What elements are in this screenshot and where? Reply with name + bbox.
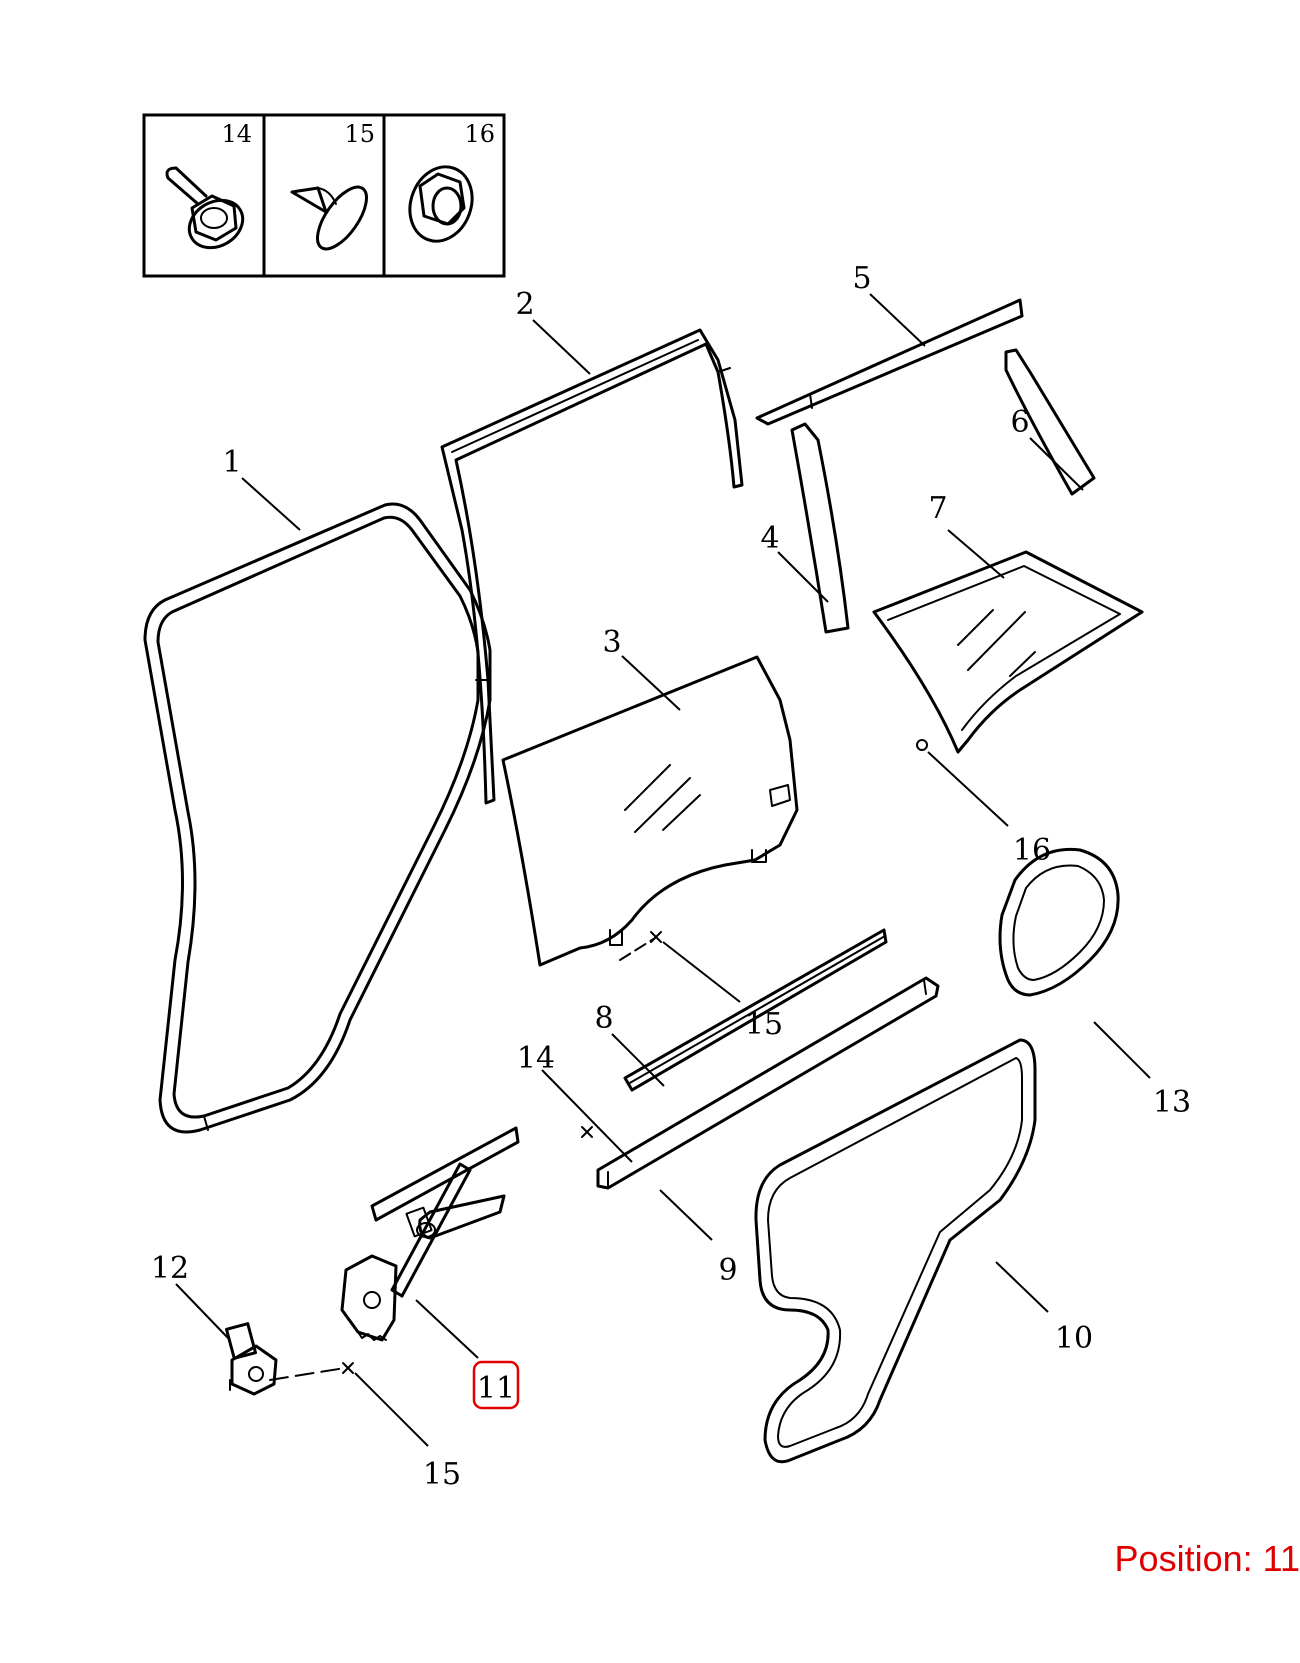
callout-11: 11 [477,1371,515,1406]
callout-2: 2 [515,287,534,322]
callout-8: 8 [594,1001,613,1036]
callout-5: 5 [852,261,871,296]
part-11-regulator [340,1126,520,1342]
part-13-seal [998,847,1120,997]
callout-15-glass: 15 [745,1007,783,1042]
part-3-door-glass [501,655,799,967]
part-1-weatherstrip [143,502,492,1134]
callout-6: 6 [1010,405,1029,440]
callout-15-motor: 15 [423,1457,461,1492]
callout-16: 16 [1013,833,1051,868]
part-5-belt-molding [755,298,1024,426]
callout-4: 4 [760,521,779,556]
box-number-16: 16 [464,120,495,148]
callouts: 1 2 3 4 5 6 7 16 13 15 8 14 9 10 12 11 1… [151,261,1191,1492]
box-number-14: 14 [221,120,252,148]
part-2-glass-run [440,328,744,805]
part-9-belt-strip [596,976,940,1190]
part-8-belt-strip [623,928,888,1092]
part-16-nut [916,739,928,751]
callout-7: 7 [928,491,947,526]
callout-13: 13 [1153,1085,1191,1120]
callout-1: 1 [222,445,241,480]
part-10-door-seal [754,1038,1037,1464]
nut-icon [408,165,474,243]
callout-10: 10 [1055,1321,1093,1356]
callout-3: 3 [602,625,621,660]
fastener-box: 14 15 16 [142,113,506,278]
part-12-motor [224,1322,278,1396]
part-4-pillar-trim [790,422,850,634]
part-7-quarter-glass [872,550,1144,754]
part-6-rear-trim [1004,348,1096,496]
callout-9: 9 [718,1253,737,1288]
callout-11-highlight [472,1360,520,1410]
callout-14: 14 [517,1041,555,1076]
callout-12: 12 [151,1251,189,1286]
leader-lines [175,293,1151,1447]
screw-markers [269,931,662,1381]
clip-icon [290,185,368,251]
bolt-icon [165,166,245,250]
box-number-15: 15 [344,120,375,148]
position-label: Position: 11 [1114,1538,1300,1579]
